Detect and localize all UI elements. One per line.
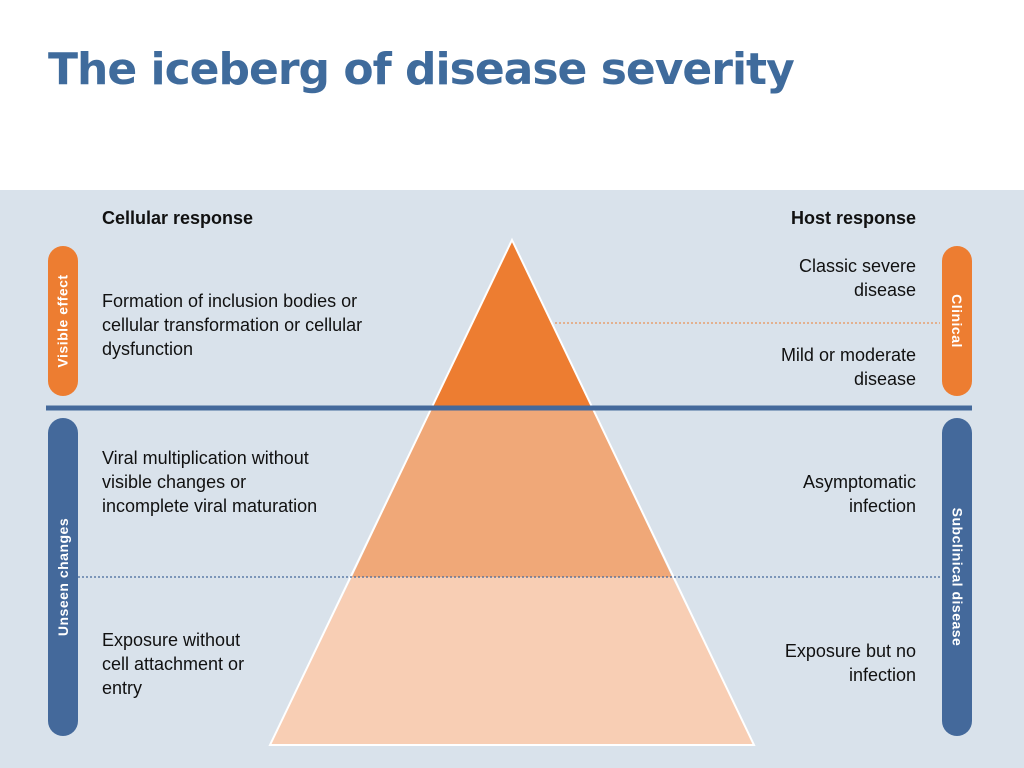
pyramid-tier-subclinical bbox=[352, 408, 672, 577]
header-host-response: Host response bbox=[790, 208, 916, 228]
label-classic-severe: Classic severe disease bbox=[798, 256, 916, 300]
label-inclusion-bodies: Formation of inclusion bodies or cellula… bbox=[102, 291, 363, 359]
label-exposure-without-entry: Exposure without cell attachment or entr… bbox=[102, 630, 245, 698]
pill-unseen-changes: Unseen changes bbox=[48, 418, 78, 736]
pill-subclinical-disease-label: Subclinical disease bbox=[949, 507, 966, 647]
pill-clinical: Clinical bbox=[942, 246, 972, 396]
label-asymptomatic: Asymptomatic infection bbox=[802, 472, 916, 516]
label-mild-moderate: Mild or moderate disease bbox=[780, 345, 916, 389]
label-exposure-no-infection: Exposure but no infection bbox=[784, 641, 916, 685]
pyramid-tier-exposure bbox=[270, 577, 754, 745]
pill-subclinical-disease: Subclinical disease bbox=[942, 418, 972, 736]
pill-unseen-changes-label: Unseen changes bbox=[55, 517, 72, 637]
label-viral-multiplication: Viral multiplication without visible cha… bbox=[102, 448, 318, 516]
pill-visible-effect: Visible effect bbox=[48, 246, 78, 396]
pyramid-outline bbox=[268, 237, 756, 746]
pyramid-tier-clinical bbox=[432, 240, 592, 408]
header-cellular-response: Cellular response bbox=[102, 208, 254, 228]
page-title: The iceberg of disease severity bbox=[48, 44, 795, 95]
pill-visible-effect-label: Visible effect bbox=[55, 274, 71, 368]
pill-clinical-label: Clinical bbox=[949, 294, 966, 348]
